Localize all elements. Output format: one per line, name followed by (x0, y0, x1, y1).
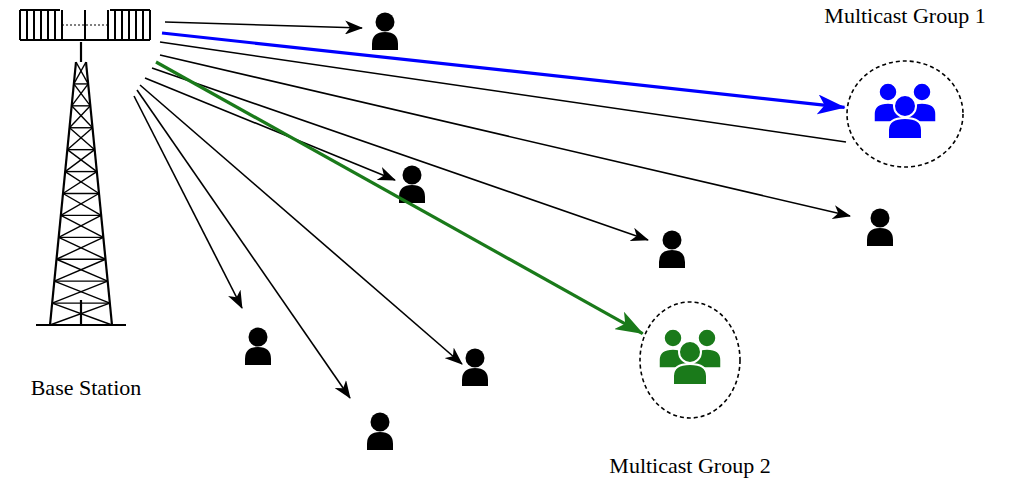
multicast-group-node: Multicast Group 1 (800, 4, 1010, 172)
group-label: Multicast Group 2 (585, 454, 795, 478)
unicast-arrows (134, 22, 850, 398)
antenna-panel (20, 10, 150, 40)
station-label: Base Station (6, 376, 166, 400)
group-outline (585, 290, 795, 478)
base-station-tower (36, 42, 126, 325)
base-station-node: Base Station (6, 8, 166, 400)
group-label: Multicast Group 1 (800, 4, 1010, 28)
multicast-group-node: Multicast Group 2 (585, 290, 795, 478)
group-outline (800, 4, 1010, 172)
multicast-beam (156, 62, 643, 334)
multicast-beam (162, 33, 845, 107)
